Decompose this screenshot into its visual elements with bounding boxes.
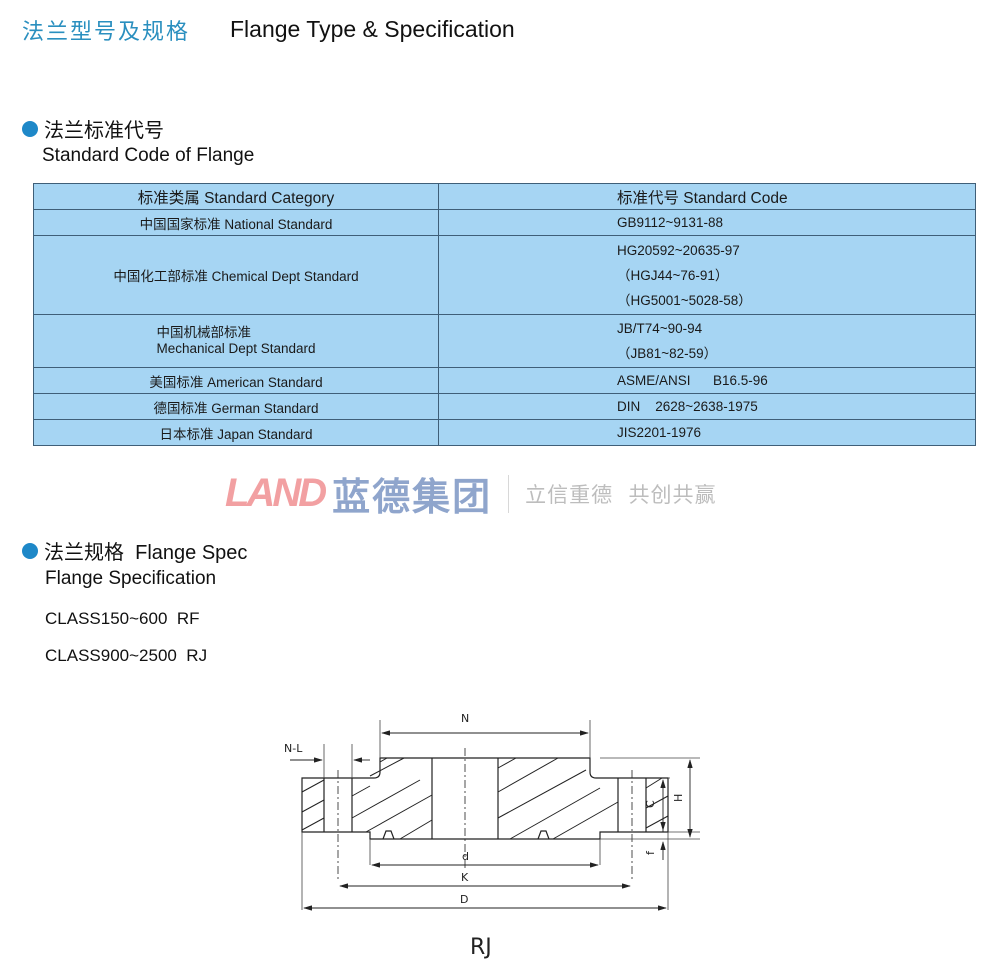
code-cell: DIN 2628~2638-1975 [438,393,976,420]
category-cell: 中国国家标准 National Standard [33,209,439,236]
dim-label-D: D [460,893,468,906]
table-row: 中国化工部标准 Chemical Dept Standard HG20592~2… [33,235,976,315]
logo-divider [508,474,510,513]
class-rf-line: CLASS150~600 RF [45,609,200,628]
code-cell: HG20592~20635-97 （HGJ44~76-91） （HG5001~5… [438,235,976,315]
table-row: 德国标准 German Standard DIN 2628~2638-1975 [33,393,976,420]
table-row: 日本标准 Japan Standard JIS2201-1976 [33,419,976,446]
category-en: Mechanical Dept Standard [156,341,316,356]
spec-heading: 法兰规格 Flange Spec [44,542,248,564]
code-line: （JB81~82-59） [617,346,718,361]
dim-label-f: f [644,850,657,855]
column-header-category: 标准类属 Standard Category [33,183,439,210]
standard-code-table: 标准类属 Standard Category 标准代号 Standard Cod… [33,183,976,446]
code-cell: JB/T74~90-94 （JB81~82-59） [438,314,976,368]
logo-latin: LAND [225,471,327,515]
table-header-row: 标准类属 Standard Category 标准代号 Standard Cod… [33,183,976,210]
code-line: GB9112~9131-88 [617,215,723,230]
category-cn: 中国机械部标准 [156,325,251,340]
dim-label-NL: N-L [284,742,303,755]
column-header-code: 标准代号 Standard Code [438,183,976,210]
code-line: JIS2201-1976 [617,425,702,440]
spec-subheading: Flange Specification [45,568,217,589]
class-rj-line: CLASS900~2500 RJ [45,646,208,665]
standard-heading-en: Standard Code of Flange [42,145,255,166]
category-cell: 日本标准 Japan Standard [33,419,439,446]
standard-section-heading: 法兰标准代号 [22,114,164,143]
logo-cn: 蓝德集团 [332,475,493,519]
page-title-cn: 法兰型号及规格 [22,20,191,45]
logo-slogan: 立信重德 共创共赢 [525,482,717,507]
code-line: DIN 2628~2638-1975 [617,399,758,414]
code-line: HG20592~20635-97 [617,242,740,258]
category-cell: 美国标准 American Standard [33,367,439,394]
category-cell: 中国机械部标准 Mechanical Dept Standard [33,314,439,368]
code-line: ASME/ANSI B16.5-96 [617,373,768,388]
code-line: （HG5001~5028-58） [617,292,752,308]
spec-section-heading: 法兰规格 Flange Spec [22,536,247,565]
code-cell: GB9112~9131-88 [438,209,976,236]
diagram-caption: RJ [470,935,492,960]
page-title-en: Flange Type & Specification [230,16,515,42]
dim-label-d: d [462,850,469,863]
table-row: 美国标准 American Standard ASME/ANSI B16.5-9… [33,367,976,394]
code-line: JB/T74~90-94 [617,321,703,336]
flange-rj-cross-section-diagram: N N-L d K D C H f [284,712,700,911]
bullet-dot-icon [22,542,38,559]
standard-heading-cn: 法兰标准代号 [44,120,164,142]
dim-label-C: C [644,800,657,808]
code-cell: ASME/ANSI B16.5-96 [438,367,976,394]
category-cell: 中国化工部标准 Chemical Dept Standard [33,235,439,315]
category-cell: 德国标准 German Standard [33,393,439,420]
code-line: （HGJ44~76-91） [617,267,729,283]
code-cell: JIS2201-1976 [438,419,976,446]
watermark-logo: LAND 蓝德集团 立信重德 共创共赢 [225,466,716,521]
dim-label-H: H [672,794,685,802]
table-row: 中国国家标准 National Standard GB9112~9131-88 [33,209,976,236]
dim-label-K: K [461,871,469,884]
table-row: 中国机械部标准 Mechanical Dept Standard JB/T74~… [33,314,976,368]
dim-label-N: N [461,712,469,725]
bullet-dot-icon [22,120,38,137]
